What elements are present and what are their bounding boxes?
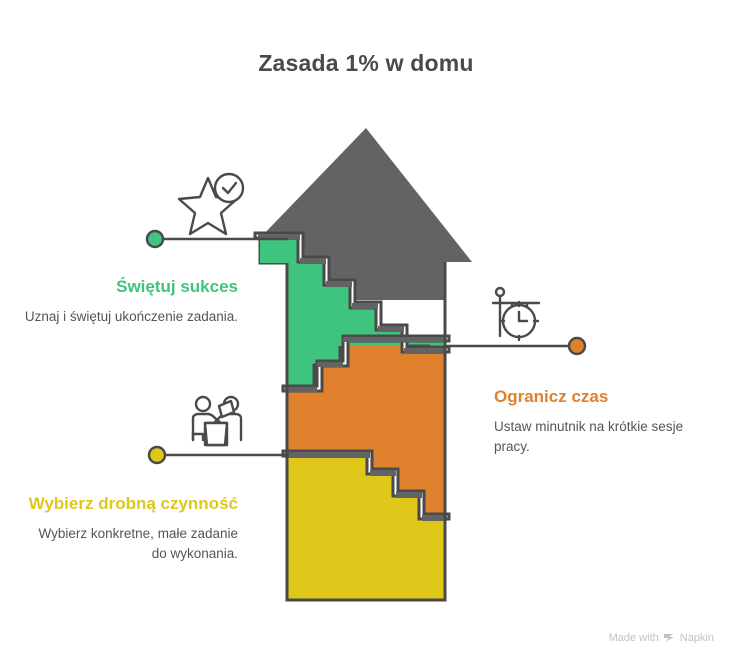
step-block-celebrate: Świętuj sukces Uznaj i świętuj ukończeni… bbox=[20, 275, 238, 327]
arrow-shaft-outline bbox=[285, 262, 447, 602]
step-block-limit-time: Ogranicz czas Ustaw minutnik na krótkie … bbox=[494, 385, 709, 457]
footer-brand: Napkin bbox=[679, 632, 714, 644]
page-title: Zasada 1% w domu bbox=[258, 50, 474, 76]
step-description-celebrate: Uznaj i świętuj ukończenie zadania. bbox=[24, 309, 238, 324]
connector-limit-time bbox=[446, 336, 587, 356]
step-description-small-task: Wybierz konkretne, małe zadanie do wykon… bbox=[38, 526, 238, 561]
step-block-small-task: Wybierz drobną czynność Wybierz konkretn… bbox=[20, 492, 238, 564]
footer-attribution: Made with Napkin bbox=[609, 632, 714, 644]
hanging-clock-icon bbox=[491, 286, 541, 342]
stairs-yellow-orange-shadow bbox=[285, 452, 447, 521]
stairs-yellow-orange bbox=[281, 449, 451, 521]
stairs-orange-green-shadow bbox=[285, 337, 445, 392]
footer-prefix: Made with bbox=[608, 632, 659, 644]
connector-celebrate bbox=[145, 229, 288, 249]
stairs-orange-green bbox=[281, 334, 451, 393]
napkin-logo-icon bbox=[663, 632, 676, 644]
segment-green-body bbox=[260, 238, 445, 352]
step-description-limit-time: Ustaw minutnik na krótkie sesje pracy. bbox=[494, 419, 684, 454]
stairs-green-gray-shadow bbox=[258, 234, 446, 354]
star-check-icon bbox=[177, 172, 245, 236]
step-heading-celebrate: Świętuj sukces bbox=[116, 277, 238, 296]
step-heading-limit-time: Ogranicz czas bbox=[494, 387, 609, 406]
connector-small-task bbox=[147, 445, 288, 465]
two-people-icon bbox=[191, 395, 243, 447]
step-heading-small-task: Wybierz drobną czynność bbox=[28, 494, 238, 513]
